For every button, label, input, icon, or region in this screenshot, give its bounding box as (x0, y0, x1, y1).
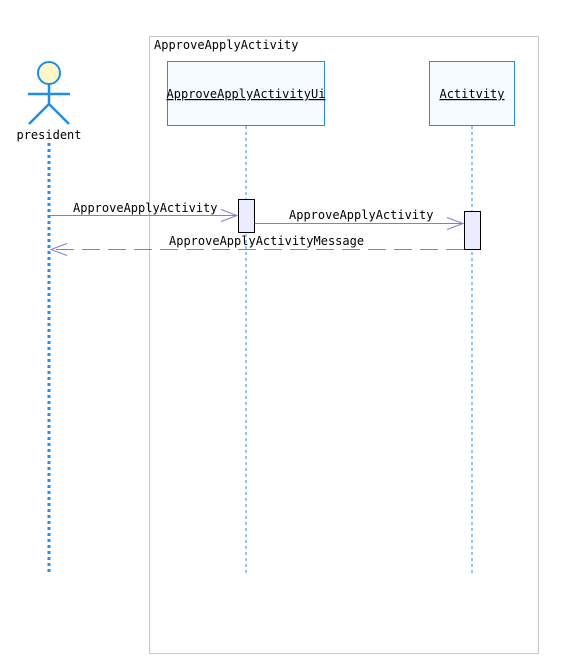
frame-border (149, 36, 539, 654)
object-box (429, 61, 515, 126)
frame-title: ApproveApplyActivity (154, 38, 299, 52)
object-name: ApproveApplyActivityUi (167, 87, 326, 101)
actor-left-leg-icon (28, 103, 50, 125)
object-approve-apply-activity-ui[interactable]: ApproveApplyActivityUi (167, 61, 326, 126)
actor-name: president (16, 128, 81, 142)
object-name: Actitvity (439, 87, 504, 101)
message-3-return[interactable]: ApproveApplyActivityMessage (49, 234, 464, 256)
actor-right-leg-icon (48, 103, 70, 125)
arrowhead-open-icon (49, 243, 68, 256)
message-label: ApproveApplyActivity (73, 201, 218, 215)
message-1[interactable]: ApproveApplyActivity (50, 201, 239, 222)
object-box (167, 61, 325, 126)
activation-bar-ui (238, 199, 255, 233)
object-actitvity[interactable]: Actitvity (429, 61, 515, 126)
arrowhead-open-icon (220, 209, 239, 222)
actor-head-icon (37, 61, 61, 85)
activation-bar-actitvity (464, 211, 481, 250)
message-label: ApproveApplyActivity (289, 208, 434, 222)
message-label: ApproveApplyActivityMessage (169, 234, 364, 248)
message-2[interactable]: ApproveApplyActivity (255, 208, 465, 230)
arrowhead-open-icon (446, 217, 465, 230)
actor-president[interactable]: president (16, 61, 82, 142)
